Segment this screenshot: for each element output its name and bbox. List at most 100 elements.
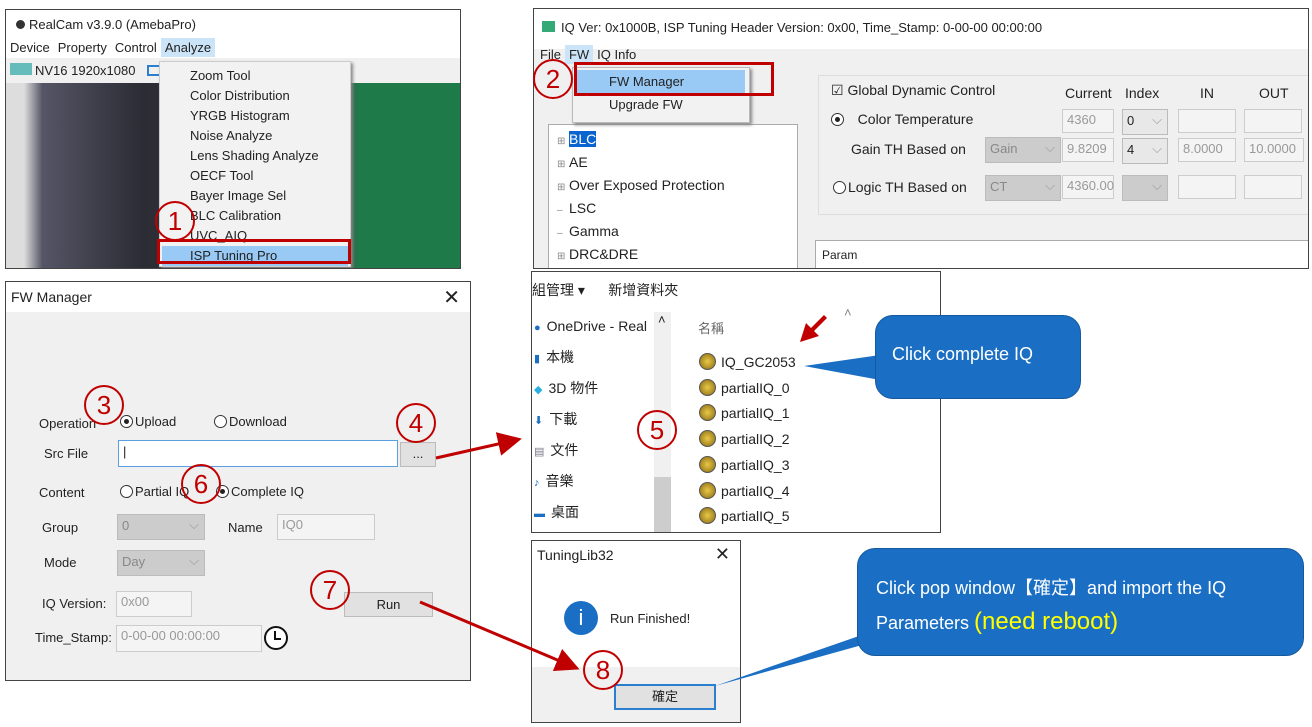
global-dynamic-control-checkbox[interactable]: ☑ Global Dynamic Control — [831, 82, 996, 98]
analyze-menu-item[interactable]: Bayer Image Sel — [190, 188, 287, 203]
name-field[interactable]: IQ0 — [277, 514, 375, 540]
nav-item-label: 下載 — [549, 411, 578, 427]
close-icon[interactable]: ✕ — [714, 544, 730, 564]
nav-item-label: OneDrive - Real — [546, 318, 648, 334]
nav-icon: ● — [534, 322, 541, 334]
iq-version-label: IQ Version: — [42, 596, 107, 611]
nav-icon: ◆ — [534, 384, 543, 396]
file-item[interactable]: partialIQ_3 — [699, 453, 796, 479]
nav-item[interactable]: ◆ 3D 物件 — [534, 374, 652, 405]
global-dynamic-control-label: Global Dynamic Control — [847, 82, 996, 98]
logic-out-field[interactable] — [1244, 175, 1302, 199]
logic-index-select[interactable] — [1122, 175, 1168, 201]
file-item[interactable]: partialIQ_1 — [699, 401, 796, 427]
format-label: NV16 1920x1080 — [35, 63, 136, 78]
header-index: Index — [1125, 85, 1160, 101]
param-panel: Param — [815, 240, 1308, 268]
analyze-menu-item[interactable]: Zoom Tool — [190, 68, 251, 83]
nav-item[interactable]: ▮本機 — [534, 343, 652, 374]
organize-button[interactable]: 組管理 ▾ — [532, 282, 585, 298]
step-4: 4 — [396, 403, 436, 443]
menu-item-upgrade-fw[interactable]: Upgrade FW — [609, 97, 683, 112]
step-5: 5 — [637, 410, 677, 450]
logic-th-select[interactable]: CT — [985, 175, 1061, 201]
content-label: Content — [39, 485, 85, 500]
callout-text: Click pop window【確定】and import the IQ Pa… — [876, 578, 1227, 633]
expand-icon[interactable]: ⊞ — [557, 182, 566, 193]
header-current: Current — [1065, 85, 1112, 101]
gain-out-field[interactable]: 10.0000 — [1244, 138, 1304, 162]
popup-message: Run Finished! — [610, 611, 691, 626]
file-item[interactable]: partialIQ_5 — [699, 504, 796, 530]
tree-item[interactable]: ⊞DRC&DRE — [557, 244, 797, 267]
callout-text: Click complete IQ — [892, 344, 1034, 364]
header-out: OUT — [1259, 85, 1289, 101]
nav-item-label: 3D 物件 — [548, 380, 599, 396]
expand-icon[interactable]: ⊞ — [557, 251, 566, 262]
nav-icon: ▬ — [534, 508, 545, 520]
upload-radio[interactable]: Upload — [120, 414, 176, 429]
expand-icon[interactable]: ⊞ — [557, 136, 566, 147]
menu-item-fw-manager[interactable]: FW Manager — [577, 70, 745, 93]
menu-property[interactable]: Property — [57, 40, 107, 55]
logic-th-radio[interactable]: Logic TH Based on — [833, 179, 967, 195]
menu-device[interactable]: Device — [10, 40, 50, 55]
tree-item[interactable]: ⊞Over Exposed Protection — [557, 175, 797, 198]
download-radio[interactable]: Download — [214, 414, 287, 429]
analyze-menu-item[interactable]: YRGB Histogram — [190, 108, 290, 123]
tree-item[interactable]: ⊞BLC — [557, 129, 797, 152]
new-folder-button[interactable]: 新增資料夾 — [608, 282, 679, 298]
gain-th-label: Gain TH Based on — [851, 141, 966, 157]
name-column-header[interactable]: 名稱 — [698, 321, 725, 336]
src-file-input[interactable]: | — [118, 440, 398, 467]
file-item[interactable]: partialIQ_4 — [699, 479, 796, 505]
menu-analyze[interactable]: Analyze — [160, 38, 216, 57]
clock-icon[interactable] — [264, 626, 288, 650]
nav-item[interactable]: ⬇下載 — [534, 405, 652, 436]
iq-tree: ⊞BLC⊞AE⊞Over Exposed Protection–LSC–Gamm… — [548, 124, 798, 268]
iq-file-icon — [699, 481, 716, 499]
mode-select[interactable]: Day — [117, 550, 205, 576]
ct-out-field[interactable] — [1244, 109, 1302, 133]
nav-item[interactable]: ▤文件 — [534, 436, 652, 467]
logic-current-field: 4360.00 — [1062, 175, 1114, 199]
menu-iq-info[interactable]: IQ Info — [597, 47, 637, 62]
group-select[interactable]: 0 — [117, 514, 205, 540]
nav-item[interactable]: ▬桌面 — [534, 498, 652, 529]
analyze-menu-item[interactable]: Lens Shading Analyze — [190, 148, 319, 163]
ct-in-field[interactable] — [1178, 109, 1236, 133]
nav-item-label: 文件 — [550, 442, 579, 458]
tree-item[interactable]: –LSC — [557, 198, 797, 221]
menu-fw[interactable]: FW — [564, 45, 594, 64]
gain-in-field[interactable]: 8.0000 — [1178, 138, 1236, 162]
tree-item[interactable]: ⊞AE — [557, 152, 797, 175]
file-item[interactable]: partialIQ_0 — [699, 376, 796, 402]
color-temperature-radio[interactable]: Color Temperature — [831, 111, 973, 127]
analyze-menu-item[interactable]: BLC Calibration — [190, 208, 282, 223]
close-icon[interactable]: ✕ — [443, 287, 460, 309]
name-label: Name — [228, 520, 263, 535]
ok-button[interactable]: 確定 — [614, 684, 716, 710]
nav-item[interactable]: ● OneDrive - Real — [534, 312, 652, 343]
file-item[interactable]: IQ_GC2053 — [699, 350, 796, 376]
tree-item[interactable]: –Gamma — [557, 221, 797, 244]
menu-control[interactable]: Control — [114, 40, 157, 55]
step-2: 2 — [533, 59, 573, 99]
run-button[interactable]: Run — [344, 592, 433, 617]
analyze-menu-item[interactable]: Color Distribution — [190, 88, 290, 103]
menu-file[interactable]: File — [540, 47, 561, 62]
tree-item-label: Over Exposed Protection — [569, 177, 725, 193]
file-name: partialIQ_5 — [721, 508, 790, 525]
file-item[interactable]: partialIQ_2 — [699, 427, 796, 453]
analyze-menu-item[interactable]: OECF Tool — [190, 168, 254, 183]
nav-item[interactable]: ♪音樂 — [534, 467, 652, 498]
file-name: partialIQ_1 — [721, 405, 790, 422]
analyze-menu-item[interactable]: Noise Analyze — [190, 128, 273, 143]
expand-icon[interactable]: ⊞ — [557, 159, 566, 170]
ct-index-select[interactable]: 0 — [1122, 109, 1168, 135]
operation-label: Operation — [39, 416, 97, 431]
gain-th-select[interactable]: Gain — [985, 137, 1061, 163]
gain-index-select[interactable]: 4 — [1122, 138, 1168, 164]
logic-in-field[interactable] — [1178, 175, 1236, 199]
partial-iq-radio[interactable]: Partial IQ — [120, 484, 189, 499]
